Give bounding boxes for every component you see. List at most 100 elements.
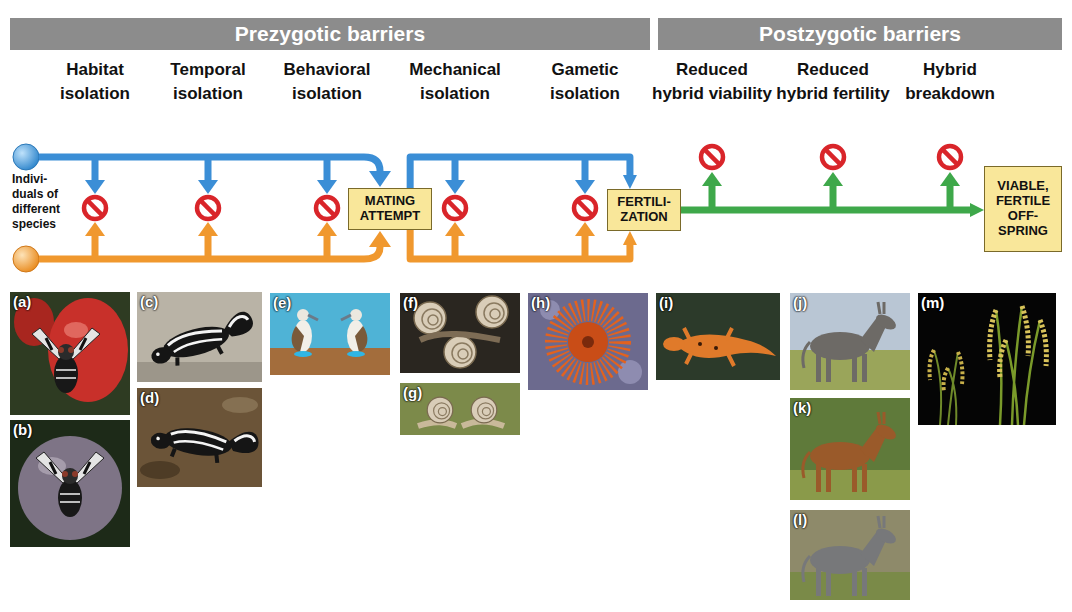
photo-d-part	[222, 397, 258, 413]
photo-g-part	[471, 397, 497, 423]
photo-k-part	[803, 412, 899, 492]
barrier-heading: Temporal isolation	[148, 58, 268, 106]
section-band: Prezygotic barriers	[10, 18, 650, 50]
photo-e-part	[347, 351, 365, 357]
photo-h-part	[618, 360, 642, 384]
photo-g-part	[400, 383, 520, 435]
photo-k-part	[790, 398, 910, 500]
species-label: Indivi- duals of different species	[12, 172, 76, 232]
barrier-symbols-part	[574, 197, 596, 219]
photo-m-part	[918, 293, 1056, 425]
photo-letter: (c)	[140, 293, 158, 310]
photo-f-part	[444, 336, 476, 368]
photo-l-part	[790, 572, 910, 600]
photo-letter: (j)	[793, 294, 807, 311]
barrier-symbols-part	[939, 146, 961, 168]
barrier-symbols-part	[701, 146, 723, 168]
photo-f-part	[476, 296, 508, 328]
photo-d	[137, 388, 262, 487]
photo-j	[790, 293, 910, 390]
barrier-heading: Mechanical isolation	[395, 58, 515, 106]
photo-d-part	[149, 418, 260, 468]
photo-e-part	[350, 309, 362, 321]
barrier-arrows-part	[445, 222, 465, 236]
stage-label: FERTILI- ZATION	[612, 195, 676, 225]
photo-i	[656, 293, 780, 380]
photo-h	[528, 293, 648, 390]
photo-letter: (h)	[531, 294, 550, 311]
barrier-symbols-part	[444, 197, 466, 219]
photo-letter: (g)	[403, 384, 422, 401]
photo-e-part	[270, 348, 390, 375]
photo-l	[790, 510, 910, 600]
photo-l-part	[790, 510, 910, 600]
photo-e-part	[341, 315, 351, 320]
photo-a-part	[10, 292, 130, 415]
flow-arrow	[681, 207, 970, 214]
photo-f-part	[420, 334, 500, 340]
barrier-symbols-part	[84, 197, 106, 219]
photo-l-part	[803, 516, 899, 596]
barrier-arrows-part	[85, 222, 105, 236]
barrier-arrows-part	[575, 180, 595, 194]
section-heading: Prezygotic barriers	[235, 22, 425, 46]
photo-j-part	[803, 302, 899, 382]
photo-e-part	[297, 309, 309, 321]
barrier-heading: Reduced hybrid fertility	[773, 58, 893, 106]
barrier-heading: Hybrid breakdown	[890, 58, 1010, 106]
photo-letter: (e)	[273, 294, 291, 311]
photo-a-part	[32, 328, 100, 393]
photo-f-part	[414, 302, 446, 334]
photo-e-part	[308, 315, 318, 320]
photo-m-part	[996, 306, 1040, 425]
barrier-arrows-part	[702, 172, 722, 186]
barrier-heading: Gametic isolation	[525, 58, 645, 106]
barrier-symbols-part	[316, 197, 338, 219]
photo-g	[400, 383, 520, 435]
barrier-arrows-part	[95, 158, 585, 180]
barrier-arrows-part	[95, 236, 585, 258]
photo-a	[10, 292, 130, 415]
barrier-arrows-part	[940, 172, 960, 186]
photo-c-part	[137, 292, 262, 382]
photo-h-part	[568, 322, 608, 362]
barrier-arrows-part	[85, 180, 105, 194]
species-circles-part	[13, 246, 39, 272]
photo-m-part	[934, 350, 958, 425]
photo-e-part	[292, 326, 304, 352]
barrier-arrows-part	[445, 180, 465, 194]
photo-i-part	[656, 293, 780, 380]
photo-i-part	[714, 346, 718, 350]
barrier-heading: Habitat isolation	[35, 58, 155, 106]
section-heading: Postzygotic barriers	[759, 22, 961, 46]
photo-e	[270, 293, 390, 375]
photo-h-part	[556, 310, 620, 374]
barrier-arrows-part	[317, 180, 337, 194]
photo-letter: (l)	[793, 511, 807, 528]
barrier-arrows-part	[823, 172, 843, 186]
flow-arrow	[410, 230, 630, 259]
section-band: Postzygotic barriers	[658, 18, 1062, 50]
barrier-arrows-part	[575, 222, 595, 236]
photo-k	[790, 398, 910, 500]
photo-letter: (b)	[13, 421, 32, 438]
barrier-symbols-part	[822, 146, 844, 168]
stage-box: FERTILI- ZATION	[607, 189, 681, 231]
photo-b	[10, 420, 130, 547]
photo-f-part	[400, 293, 520, 373]
photo-i-part	[698, 342, 702, 346]
photo-letter: (m)	[921, 294, 944, 311]
barrier-arrows-part	[198, 180, 218, 194]
photo-m-part	[930, 350, 963, 392]
photo-letter: (d)	[140, 389, 159, 406]
photo-d-part	[137, 388, 262, 487]
outcome-box: VIABLE, FERTILE OFF- SPRING	[984, 166, 1062, 252]
species-circles-part	[13, 144, 39, 170]
photo-g-part	[427, 397, 453, 423]
photo-e-part	[270, 293, 390, 375]
photo-b-part	[36, 452, 104, 517]
photo-letter: (k)	[793, 399, 811, 416]
photo-c-part	[146, 310, 259, 372]
photo-b-part	[18, 436, 122, 540]
incoming-paths-part	[369, 171, 391, 187]
